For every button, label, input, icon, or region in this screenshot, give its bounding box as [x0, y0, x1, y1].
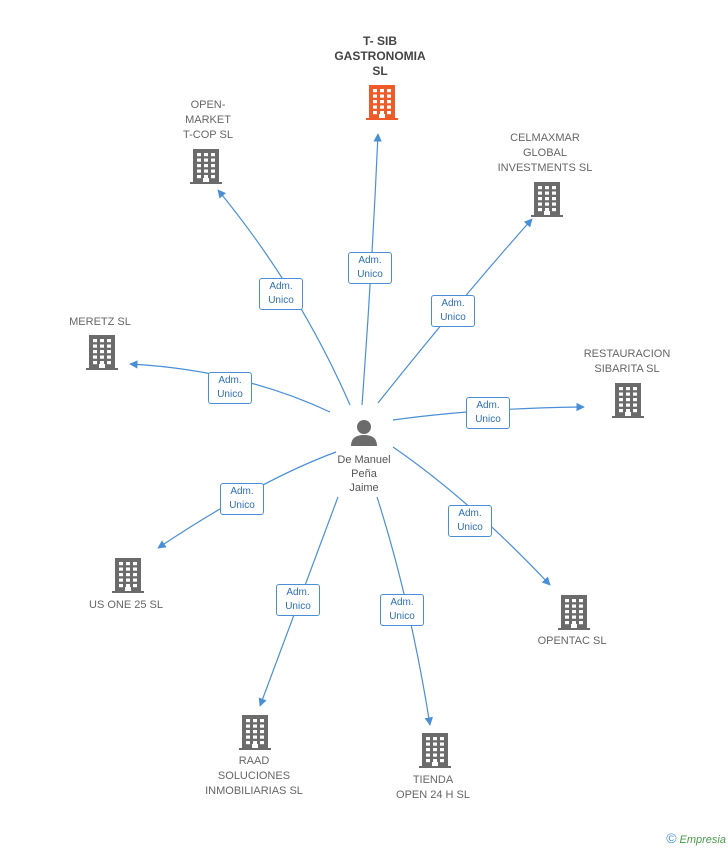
- building-icon[interactable]: [612, 383, 644, 418]
- building-icon[interactable]: [112, 558, 144, 593]
- relation-badge-tsib: Adm. Unico: [348, 252, 392, 284]
- building-icon[interactable]: [531, 182, 563, 217]
- building-icon[interactable]: [239, 715, 271, 750]
- brand-logo: Empresia: [679, 834, 726, 846]
- person-icon: [351, 420, 377, 446]
- company-name-raad[interactable]: RAAD SOLUCIONES INMOBILIARIAS SL: [205, 755, 303, 797]
- footer: ©Empresia: [666, 830, 726, 846]
- relation-badge-restauracion: Adm. Unico: [466, 397, 510, 429]
- building-icon[interactable]: [366, 85, 398, 120]
- center-person-name[interactable]: De Manuel Peña Jaime: [337, 454, 391, 494]
- building-icon[interactable]: [558, 595, 590, 630]
- building-icon[interactable]: [190, 149, 222, 184]
- relation-badge-usone: Adm. Unico: [220, 483, 264, 515]
- company-name-openmarket[interactable]: OPEN- MARKET T-COP SL: [183, 99, 233, 141]
- company-name-tienda[interactable]: TIENDA OPEN 24 H SL: [396, 774, 470, 801]
- copyright-icon: ©: [666, 830, 677, 846]
- relation-badge-meretz: Adm. Unico: [208, 372, 252, 404]
- relation-badge-tienda: Adm. Unico: [380, 594, 424, 626]
- company-name-tsib[interactable]: T- SIB GASTRONOMIA SL: [334, 34, 426, 78]
- relation-badge-openmarket: Adm. Unico: [259, 278, 303, 310]
- company-name-opentac[interactable]: OPENTAC SL: [537, 635, 607, 647]
- building-icon[interactable]: [86, 335, 118, 370]
- company-name-meretz[interactable]: MERETZ SL: [69, 316, 131, 328]
- relation-badge-celmaxmar: Adm. Unico: [431, 295, 475, 327]
- relation-badge-opentac: Adm. Unico: [448, 505, 492, 537]
- building-icon[interactable]: [419, 733, 451, 768]
- company-name-restauracion[interactable]: RESTAURACION SIBARITA SL: [583, 348, 671, 375]
- relation-badge-raad: Adm. Unico: [276, 584, 320, 616]
- company-name-usone[interactable]: US ONE 25 SL: [89, 599, 163, 611]
- company-name-celmaxmar[interactable]: CELMAXMAR GLOBAL INVESTMENTS SL: [497, 132, 593, 174]
